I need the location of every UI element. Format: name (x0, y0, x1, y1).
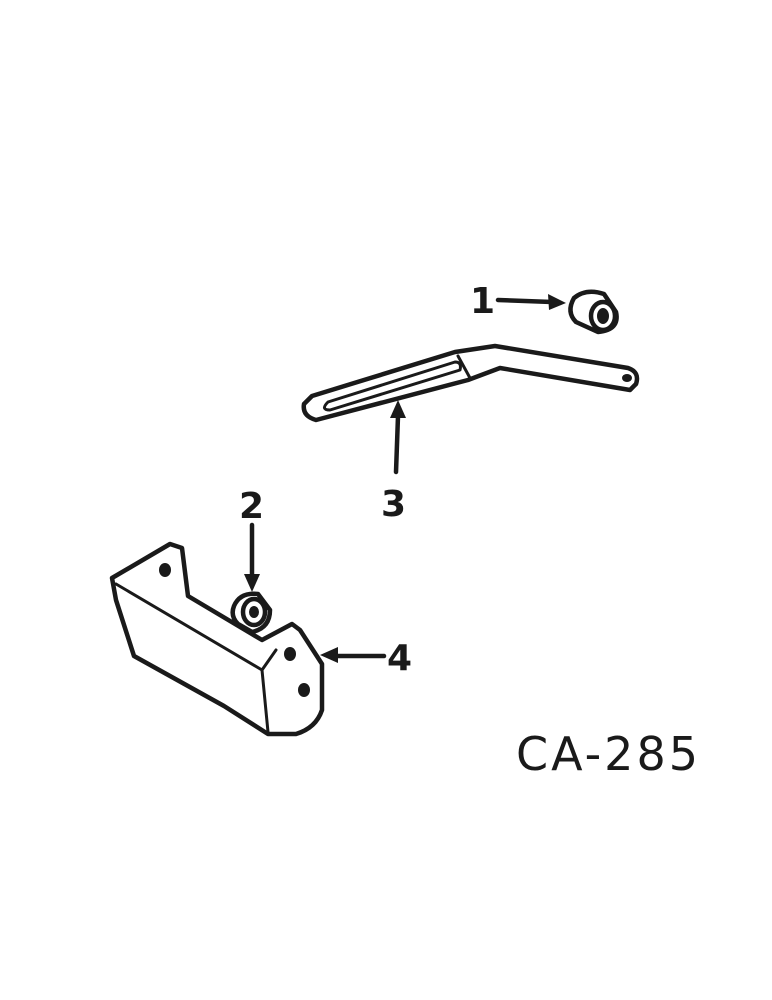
callout-1: 4 (387, 638, 412, 679)
leader-line-3 (390, 400, 406, 475)
part-3-slotted-arm (301, 343, 640, 423)
leader-line-1 (320, 647, 387, 663)
leader-line-2 (244, 522, 260, 592)
part-1-bracket (109, 541, 325, 737)
part-4-bushing (568, 289, 619, 335)
part-2-spacer (230, 591, 273, 635)
leader-line-4 (495, 294, 566, 310)
diagram-code: CA-285 (516, 727, 701, 781)
callout-4: 1 (470, 281, 495, 322)
callout-2: 2 (239, 486, 264, 527)
callout-3: 3 (381, 484, 406, 525)
